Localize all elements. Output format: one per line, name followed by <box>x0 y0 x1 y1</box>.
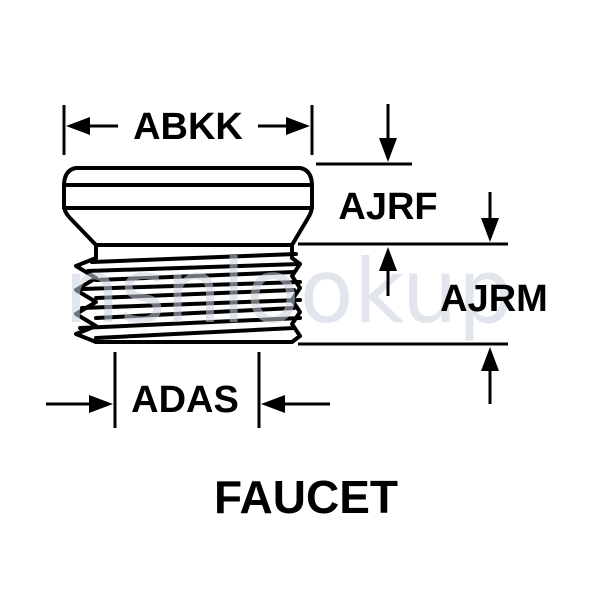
abkk-arrow-right-icon <box>286 117 310 135</box>
dimension-label-ajrm: AJRM <box>440 278 548 320</box>
ajrm-arrow-up-icon <box>481 347 499 371</box>
watermark-text: nsnlookup <box>64 240 513 343</box>
dimension-label-abkk: ABKK <box>133 106 243 148</box>
dimension-abkk <box>62 105 314 155</box>
faucet-part <box>62 166 314 344</box>
part-title: FAUCET <box>214 471 398 523</box>
adas-arrow-right-icon <box>89 395 113 413</box>
dimension-ajrm <box>298 192 508 404</box>
ajrf-arrow-up-icon <box>379 247 397 271</box>
ajrf-arrow-down-icon <box>379 138 397 162</box>
dimension-adas <box>46 352 330 428</box>
thread-body <box>74 243 302 344</box>
dimension-label-ajrf: AJRF <box>338 186 437 228</box>
dimension-ajrf <box>298 104 508 296</box>
abkk-arrow-left-icon <box>66 117 90 135</box>
ajrm-arrow-down-icon <box>481 218 499 242</box>
adas-arrow-left-icon <box>261 395 285 413</box>
dimension-label-adas: ADAS <box>131 379 239 421</box>
